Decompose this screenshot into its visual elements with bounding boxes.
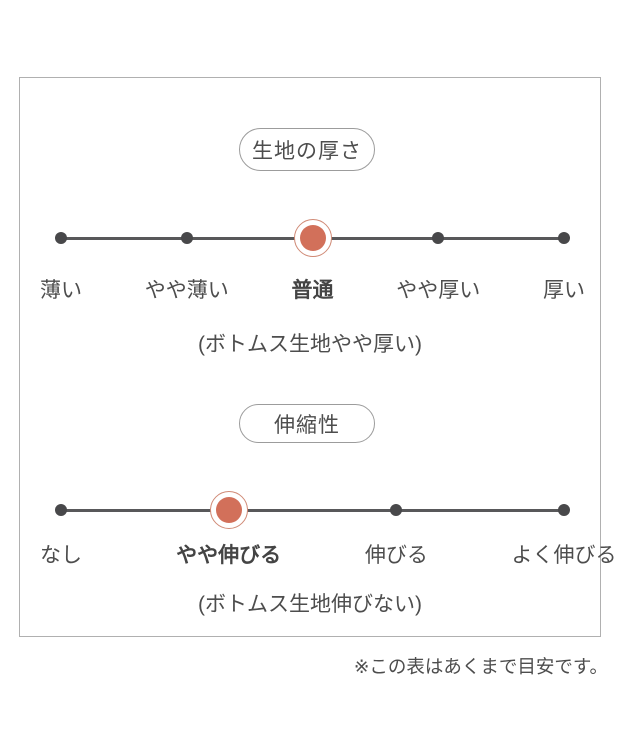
level-label: 伸びる: [364, 544, 428, 567]
level-label: やや薄い: [144, 279, 229, 302]
stretch-note: (ボトムス生地伸びない): [198, 593, 422, 616]
level-label: 普通: [291, 279, 334, 302]
thickness-labels: 薄い やや薄い 普通 やや厚い 厚い: [40, 279, 585, 302]
level-label: 厚い: [543, 279, 585, 302]
level-dot: [55, 504, 67, 516]
scale-title-pill: 伸縮性: [239, 404, 375, 443]
level-label: やや伸びる: [176, 544, 282, 567]
level-dot: [180, 232, 193, 244]
thickness-note: (ボトムス生地やや厚い): [198, 333, 422, 356]
track-line: [61, 508, 564, 512]
level-label: なし: [40, 544, 82, 567]
level-label: 薄い: [40, 279, 82, 302]
level-dot: [558, 232, 570, 244]
scale-title: 伸縮性: [274, 413, 340, 437]
level-label: よく伸びる: [511, 544, 617, 567]
level-label: やや厚い: [396, 279, 481, 302]
level-dot: [558, 504, 570, 516]
scale-title-pill: 生地の厚さ: [239, 128, 375, 171]
scale-title: 生地の厚さ: [252, 139, 362, 163]
disclaimer-text: ※この表はあくまで目安です。: [353, 656, 608, 677]
level-dot: [55, 232, 67, 244]
level-dot: [432, 232, 445, 244]
selected-level-dot: [215, 497, 242, 523]
selected-level-dot: [299, 225, 326, 251]
level-dot: [390, 504, 403, 516]
stretch-labels: なし やや伸びる 伸びる よく伸びる: [40, 544, 617, 567]
